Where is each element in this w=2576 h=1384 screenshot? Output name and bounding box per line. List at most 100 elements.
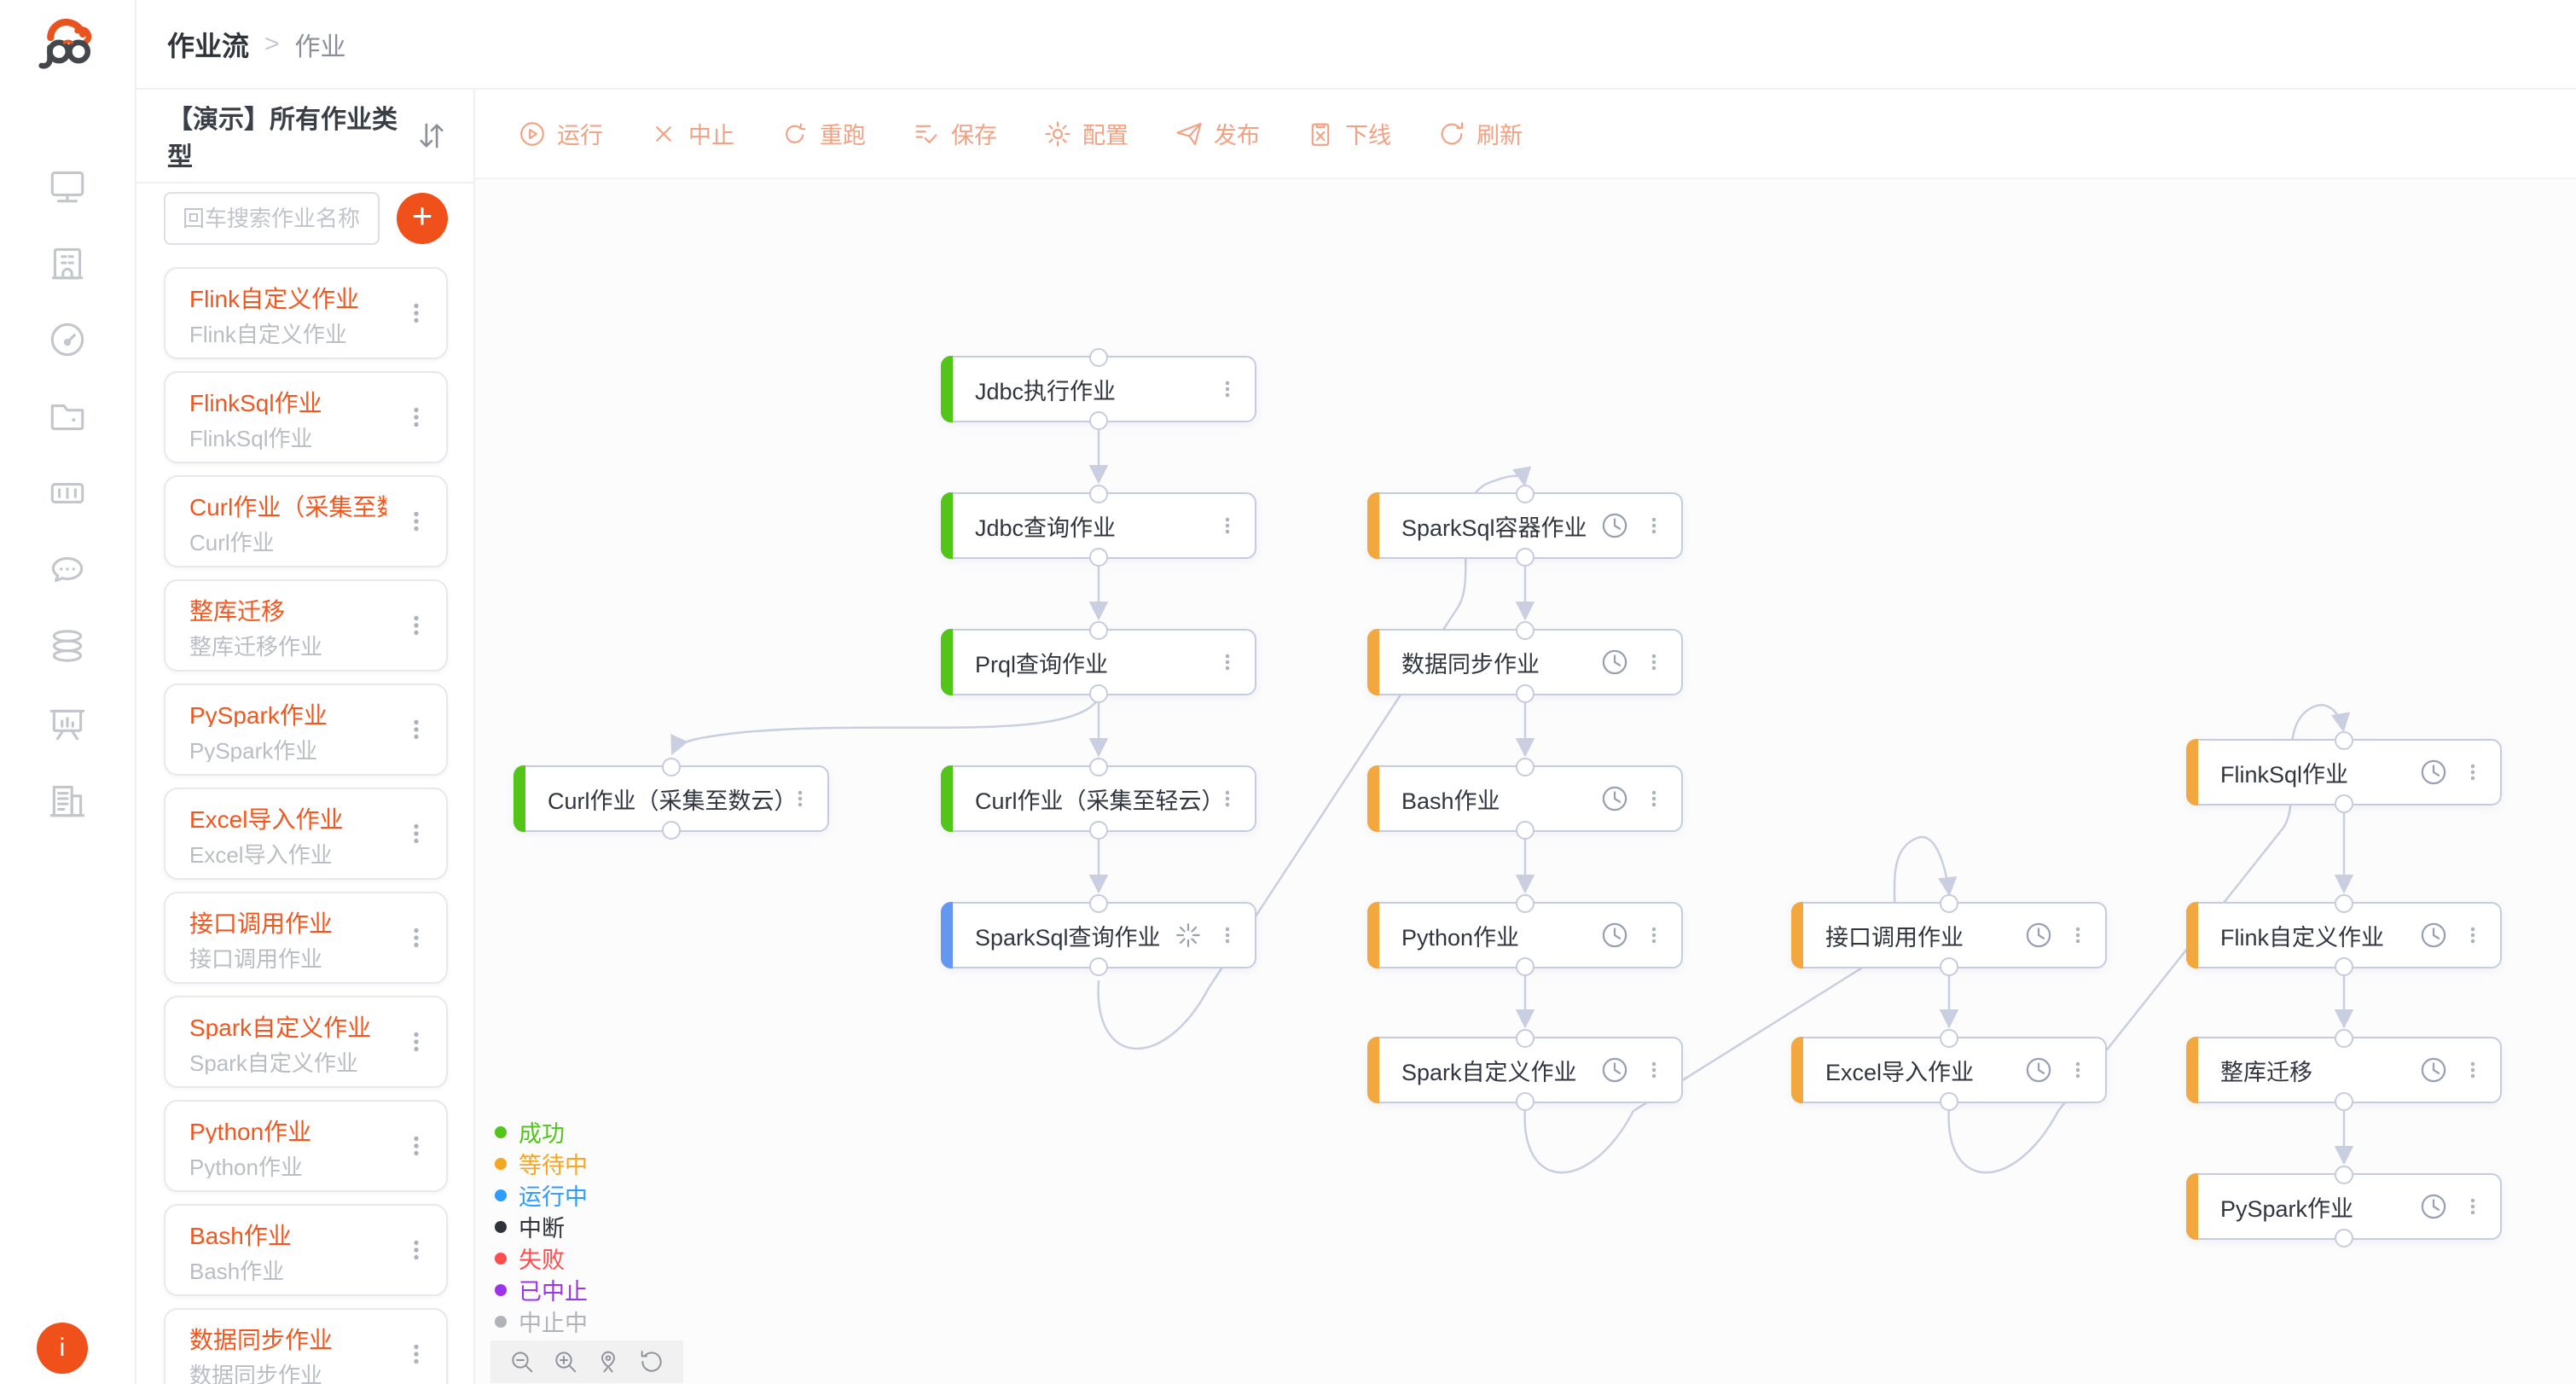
job-type-card[interactable]: Curl作业（采集至数云）Curl作业 xyxy=(164,475,448,567)
zoom-out-button[interactable] xyxy=(508,1348,536,1375)
workflow-node-jdbc-query[interactable]: Jdbc查询作业 xyxy=(941,485,1256,567)
node-menu-button[interactable] xyxy=(1642,917,1666,953)
toolbar-send-button[interactable]: 发布 xyxy=(1175,117,1260,150)
more-menu-button[interactable] xyxy=(402,918,431,957)
node-port-bottom[interactable] xyxy=(1940,957,1958,976)
workflow-node-jdbc-exec[interactable]: Jdbc执行作业 xyxy=(941,348,1256,430)
node-port-bottom[interactable] xyxy=(1516,684,1535,703)
nav-database[interactable] xyxy=(46,625,89,668)
workflow-node-sparksql-query[interactable]: SparkSql查询作业 xyxy=(941,894,1256,976)
workflow-node-data-sync[interactable]: 数据同步作业 xyxy=(1367,621,1683,703)
nav-organization[interactable] xyxy=(46,241,89,284)
nav-id-card[interactable] xyxy=(46,472,89,515)
nav-board[interactable] xyxy=(46,702,89,745)
node-port-bottom[interactable] xyxy=(1089,821,1108,840)
node-menu-button[interactable] xyxy=(1642,644,1666,680)
node-port-bottom[interactable] xyxy=(1516,548,1535,567)
node-port-bottom[interactable] xyxy=(1940,1092,1958,1111)
toolbar-refresh-button[interactable]: 刷新 xyxy=(1437,117,1523,150)
workflow-node-python[interactable]: Python作业 xyxy=(1367,894,1683,976)
more-menu-button[interactable] xyxy=(402,814,431,853)
nav-message[interactable] xyxy=(46,549,89,591)
workflow-node-spark-custom[interactable]: Spark自定义作业 xyxy=(1367,1029,1683,1111)
node-menu-button[interactable] xyxy=(1642,508,1666,544)
toolbar-rerun-button[interactable]: 重跑 xyxy=(780,117,866,150)
node-menu-button[interactable] xyxy=(2461,1052,2485,1088)
node-port-bottom[interactable] xyxy=(2335,957,2353,976)
node-port-bottom[interactable] xyxy=(2335,794,2353,813)
more-menu-button[interactable] xyxy=(402,606,431,645)
workflow-node-flink-custom[interactable]: Flink自定义作业 xyxy=(2186,894,2502,976)
reset-button[interactable] xyxy=(638,1348,665,1375)
workflow-node-excel-import[interactable]: Excel导入作业 xyxy=(1791,1029,2107,1111)
node-port-top[interactable] xyxy=(1089,485,1108,503)
more-menu-button[interactable] xyxy=(402,1126,431,1166)
zoom-in-button[interactable] xyxy=(552,1348,579,1375)
node-menu-button[interactable] xyxy=(1215,917,1239,953)
search-input[interactable] xyxy=(164,192,380,245)
node-port-bottom[interactable] xyxy=(662,821,681,840)
node-menu-button[interactable] xyxy=(1215,781,1239,817)
node-menu-button[interactable] xyxy=(788,781,812,817)
node-port-top[interactable] xyxy=(1089,894,1108,913)
node-menu-button[interactable] xyxy=(2066,1052,2090,1088)
node-port-top[interactable] xyxy=(662,758,681,776)
sort-button[interactable] xyxy=(414,118,450,154)
more-menu-button[interactable] xyxy=(402,1022,431,1061)
node-menu-button[interactable] xyxy=(1215,371,1239,407)
job-type-card[interactable]: 数据同步作业数据同步作业 xyxy=(164,1308,448,1384)
more-menu-button[interactable] xyxy=(402,1230,431,1270)
node-port-top[interactable] xyxy=(1516,621,1535,640)
more-menu-button[interactable] xyxy=(402,1335,431,1374)
node-port-top[interactable] xyxy=(1089,348,1108,367)
toolbar-offline-button[interactable]: 下线 xyxy=(1306,117,1391,150)
add-job-button[interactable]: + xyxy=(397,193,448,244)
node-port-top[interactable] xyxy=(1516,758,1535,776)
node-menu-button[interactable] xyxy=(1215,508,1239,544)
node-menu-button[interactable] xyxy=(2461,754,2485,790)
more-menu-button[interactable] xyxy=(402,294,431,333)
node-menu-button[interactable] xyxy=(1642,781,1666,817)
node-menu-button[interactable] xyxy=(2461,917,2485,953)
nav-folder[interactable] xyxy=(46,395,89,438)
workflow-node-prql-query[interactable]: Prql查询作业 xyxy=(941,621,1256,703)
node-port-top[interactable] xyxy=(1089,621,1108,640)
more-menu-button[interactable] xyxy=(402,710,431,749)
toolbar-play-circle-button[interactable]: 运行 xyxy=(518,117,603,150)
node-port-bottom[interactable] xyxy=(1516,957,1535,976)
workflow-node-db-migration[interactable]: 整库迁移 xyxy=(2186,1029,2502,1111)
node-port-bottom[interactable] xyxy=(1089,684,1108,703)
node-port-bottom[interactable] xyxy=(1089,411,1108,430)
node-port-top[interactable] xyxy=(2335,1029,2353,1048)
toolbar-save-button[interactable]: 保存 xyxy=(912,117,997,150)
node-port-top[interactable] xyxy=(1516,485,1535,503)
job-type-card[interactable]: 接口调用作业接口调用作业 xyxy=(164,892,448,984)
node-port-bottom[interactable] xyxy=(1516,1092,1535,1111)
more-menu-button[interactable] xyxy=(402,398,431,437)
workflow-node-curl-shuyun[interactable]: Curl作业（采集至数云） xyxy=(513,758,829,840)
workflow-node-sparksql-container[interactable]: SparkSql容器作业 xyxy=(1367,485,1683,567)
node-menu-button[interactable] xyxy=(2066,917,2090,953)
breadcrumb-workflow-link[interactable]: 作业流 xyxy=(167,30,250,61)
node-port-top[interactable] xyxy=(2335,731,2353,750)
node-port-top[interactable] xyxy=(2335,894,2353,913)
nav-monitor[interactable] xyxy=(46,165,89,207)
node-port-bottom[interactable] xyxy=(1516,821,1535,840)
node-port-top[interactable] xyxy=(1089,758,1108,776)
node-port-top[interactable] xyxy=(1516,894,1535,913)
node-port-top[interactable] xyxy=(1940,1029,1958,1048)
node-menu-button[interactable] xyxy=(1215,644,1239,680)
job-type-card[interactable]: 整库迁移整库迁移作业 xyxy=(164,579,448,672)
more-menu-button[interactable] xyxy=(402,502,431,541)
locate-button[interactable] xyxy=(595,1348,622,1375)
nav-office[interactable] xyxy=(46,779,89,822)
workflow-node-flinksql[interactable]: FlinkSql作业 xyxy=(2186,731,2502,813)
toolbar-stop-button[interactable]: 中止 xyxy=(649,117,734,150)
